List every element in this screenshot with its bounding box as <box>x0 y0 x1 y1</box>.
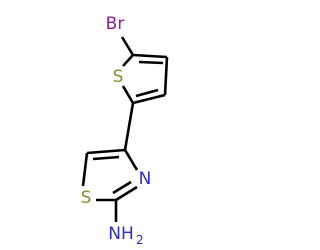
atom-nh2-subscript: 2 <box>136 233 144 247</box>
atom-n-thiazole: N <box>139 169 152 189</box>
bond-c4-c3 <box>163 56 169 96</box>
bond-thiazole-c4-c5 <box>86 148 126 155</box>
bond-c3-c2 <box>132 93 166 105</box>
bond-c5-c4 <box>132 53 168 59</box>
bond-c3-c2-double <box>135 88 159 98</box>
bond-thiazole-c2-n3 <box>115 185 138 202</box>
bond-s1-c5 <box>122 54 134 67</box>
atom-nh2: NH <box>108 224 134 244</box>
bond-thiazole-c2-n3-double <box>112 180 132 195</box>
atom-s-thiazole: S <box>81 188 92 208</box>
bond-c5-c4-double <box>138 60 164 65</box>
atom-br: Br <box>106 14 125 34</box>
bond-c2-c4thiazole <box>123 102 135 151</box>
molecule-structure: Br S S N NH 2 <box>81 14 169 247</box>
bond-br-c5 <box>120 36 135 56</box>
atom-s-thiophene: S <box>113 67 124 87</box>
bond-thiazole-n3-c4 <box>123 149 139 171</box>
bonds <box>81 36 169 222</box>
bond-thiazole-c5-s <box>81 152 89 187</box>
atom-labels: Br S S N NH 2 <box>81 14 152 247</box>
bond-thiazole-c4-c5-double <box>92 155 120 161</box>
bond-c2-s1 <box>121 85 135 104</box>
